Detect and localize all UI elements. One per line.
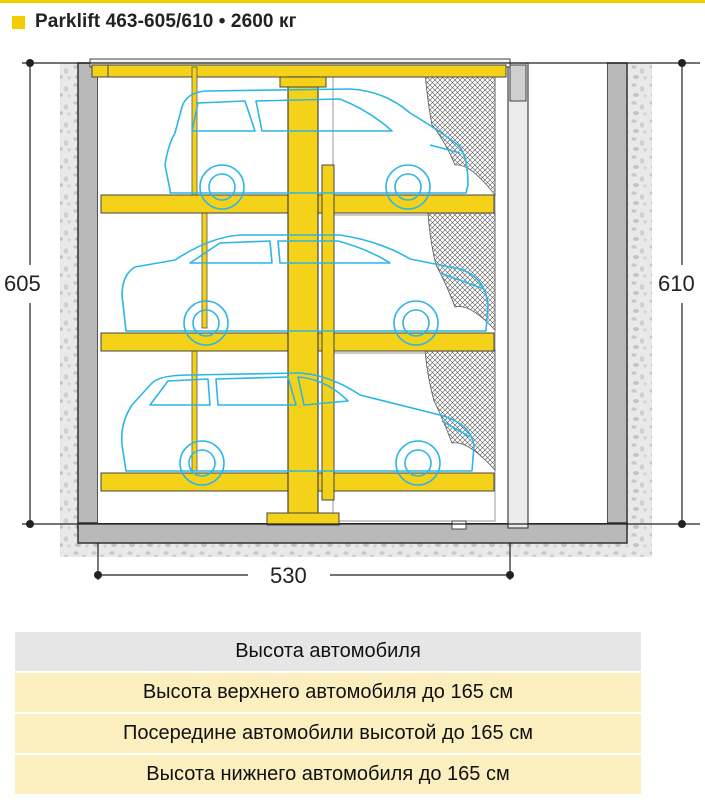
top-accent-line [0, 0, 705, 3]
height-right-label: 610 [658, 271, 695, 296]
pit-floor [77, 522, 628, 544]
page-title: Parklift 463-605/610 • 2600 кг [35, 11, 297, 32]
column-top-cap [279, 76, 327, 88]
dimension-lines [22, 62, 700, 580]
mesh-panel-middle [427, 212, 496, 332]
table-cell-lower: Высота нижнего автомобиля до 165 см [15, 754, 641, 796]
table-row: Высота нижнего автомобиля до 165 см [15, 754, 641, 796]
table-header-row: Высота автомобиля [15, 632, 641, 673]
mesh-panel-bottom [424, 349, 496, 472]
door-frame-cap [509, 64, 527, 102]
width-label: 530 [270, 563, 307, 588]
column-base-plate [266, 512, 340, 526]
table-cell-upper: Высота верхнего автомобиля до 165 см [15, 672, 641, 714]
title-square-icon [12, 15, 25, 29]
height-left-label: 605 [4, 271, 41, 296]
central-column [287, 76, 319, 524]
table-row: Высота верхнего автомобиля до 165 см [15, 672, 641, 714]
title-bar: Parklift 463-605/610 • 2600 кг [12, 8, 297, 36]
door-frame [507, 62, 529, 529]
car-height-table: Высота автомобиля Высота верхнего автомо… [15, 632, 641, 796]
pit-wall-left [77, 62, 99, 529]
dimension-dots [26, 59, 686, 579]
parking-lift-diagram: 605 610 530 [4, 58, 700, 588]
car-bottom [120, 372, 475, 486]
pit-wall-right [606, 62, 628, 529]
floor-drain [451, 520, 467, 530]
table-cell-middle: Посередине автомобили высотой до 165 см [15, 713, 641, 755]
car-top [164, 88, 469, 210]
top-platform [107, 64, 507, 78]
table-row: Посередине автомобили высотой до 165 см [15, 713, 641, 755]
pit-interior [98, 63, 607, 523]
car-middle [121, 234, 489, 346]
hydraulic-cylinder [321, 164, 335, 501]
mesh-panel-top [424, 72, 496, 197]
table-header: Высота автомобиля [15, 632, 641, 673]
ceiling-bracket [91, 64, 109, 78]
